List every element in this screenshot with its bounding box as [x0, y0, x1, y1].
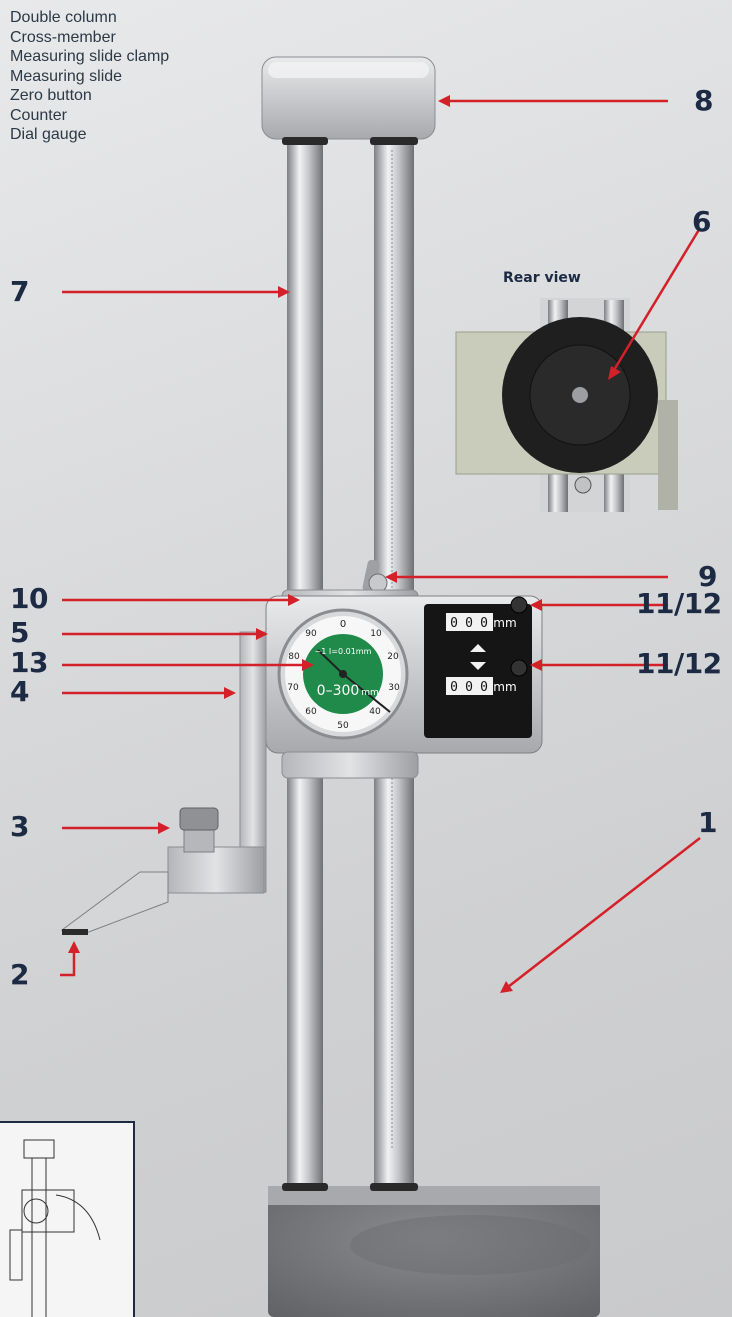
dial-tick-label: 20 [387, 652, 399, 662]
usage-inset [0, 1121, 135, 1317]
dial-tick-label: 40 [369, 707, 381, 717]
rear-view-image [455, 298, 678, 512]
counter-bottom-digit: 0 [480, 680, 488, 695]
legend-item: Measuring slide clamp [10, 48, 170, 65]
legend-item: Cross-member [10, 28, 116, 46]
dial-tick-label: 90 [305, 629, 317, 639]
callout-7: 7 [10, 275, 29, 308]
dial-range-unit: mm [361, 688, 379, 698]
legend-item: Measuring slide [10, 67, 123, 85]
legend-item: Zero button [10, 87, 92, 104]
callout-9: 9 [698, 560, 717, 593]
callout-3: 3 [10, 810, 29, 843]
callout-6: 6 [692, 205, 711, 238]
dial-tick-label: 70 [287, 683, 299, 693]
counter-top-digit: 0 [480, 616, 488, 631]
dial-range: 0–300 [317, 683, 360, 699]
callout-11-12-bottom: 11/12 [636, 647, 722, 680]
callout-11-12-top: 11/12 [636, 587, 722, 620]
callout-5: 5 [10, 616, 29, 649]
base [268, 1183, 600, 1317]
dial-tick-label: 10 [370, 629, 382, 639]
dial-tick-label: 60 [305, 707, 317, 717]
legend-item: Dial gauge [10, 126, 87, 143]
legend-item: Double column [10, 9, 117, 26]
dial-tick-label: 30 [388, 683, 400, 693]
rear-view-label: Rear view [503, 270, 581, 286]
parts-legend: Double column Cross-member Measuring sli… [10, 8, 169, 145]
dial-tick-label: 50 [337, 721, 349, 731]
callout-4: 4 [10, 675, 29, 708]
dial-resolution: ~1 I=0.01mm [315, 647, 372, 656]
callout-10: 10 [10, 582, 48, 615]
counter-bottom-unit: mm [493, 680, 516, 694]
callout-1: 1 [698, 806, 717, 839]
callout-2: 2 [10, 958, 29, 991]
counter-bottom-digit: 0 [465, 680, 473, 695]
counter-bottom-digit: 0 [450, 680, 458, 695]
counter-panel [424, 596, 532, 738]
dial-tick-label: 80 [288, 652, 300, 662]
counter-top-digit: 0 [450, 616, 458, 631]
counter-top-digit: 0 [465, 616, 473, 631]
dial-tick-label: 0 [340, 619, 346, 630]
dial-gauge [277, 608, 409, 740]
callout-8: 8 [694, 84, 713, 117]
legend-item: Counter [10, 106, 67, 124]
measuring-slide-clamp [362, 559, 388, 593]
cross-member [261, 56, 436, 140]
callout-13: 13 [10, 646, 48, 679]
callout-arrows [60, 95, 702, 993]
counter-top-unit: mm [493, 616, 516, 630]
